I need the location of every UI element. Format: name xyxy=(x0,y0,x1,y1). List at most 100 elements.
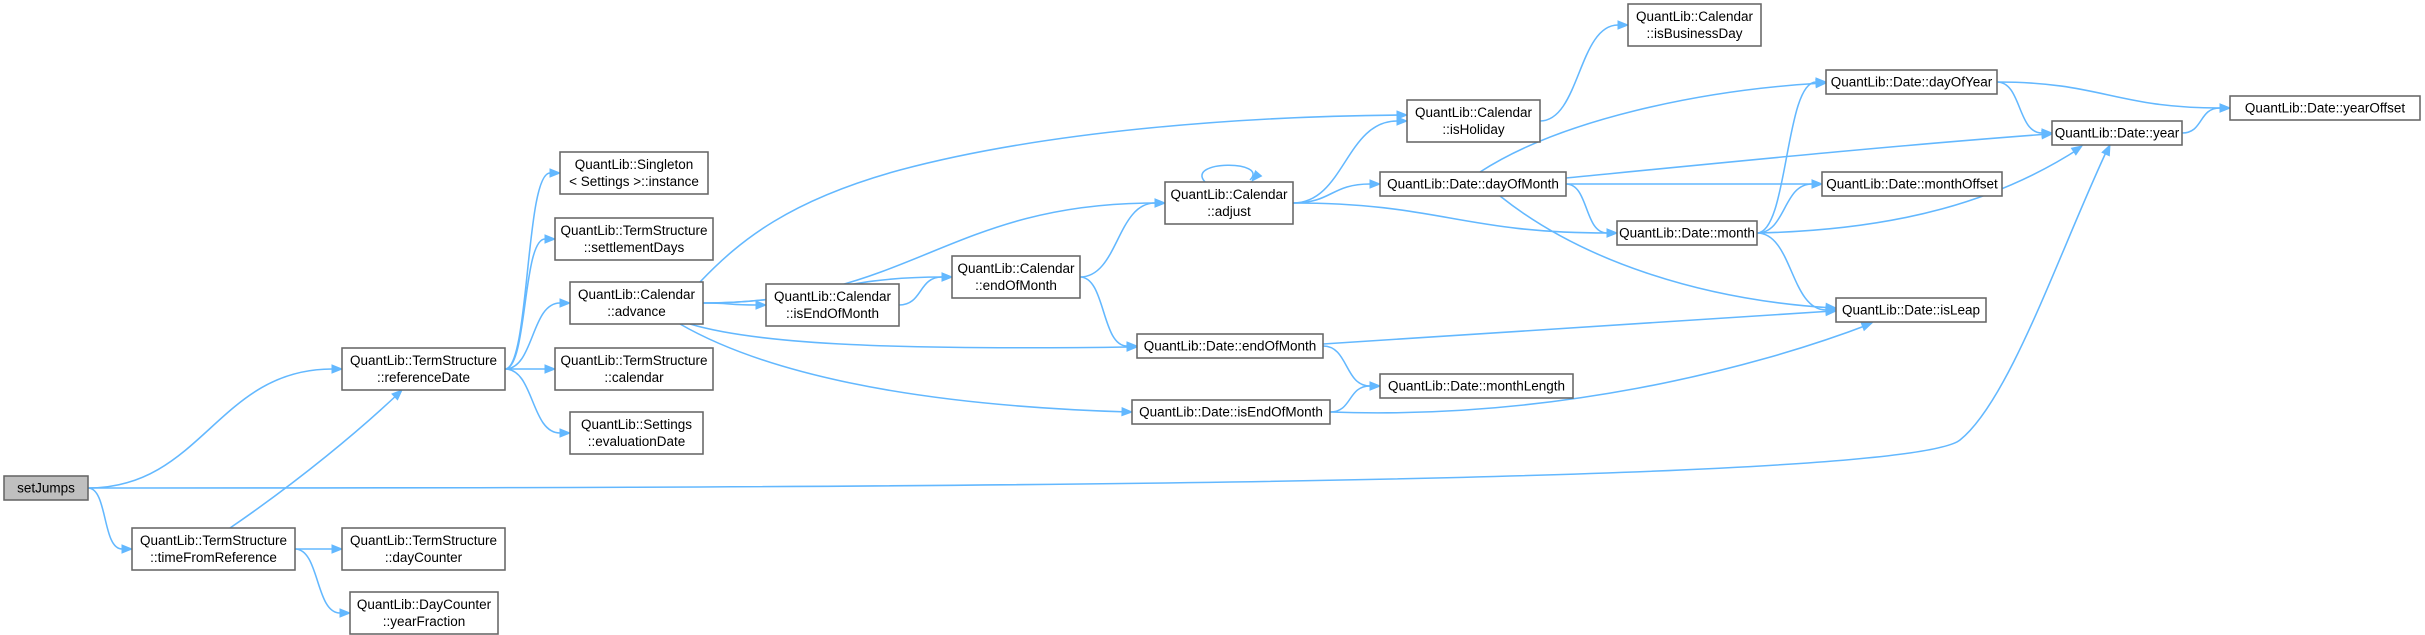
node-label: QuantLib::Date::dayOfYear xyxy=(1831,75,1993,90)
edge-date_dayOfMonth-to-date_year xyxy=(1565,130,2054,179)
node-label: QuantLib::TermStructure xyxy=(350,533,497,548)
edge-date_dayOfMonth-to-date_isLeap xyxy=(1499,195,1838,313)
edge-cal_adjust-to-date_dayOfMonth xyxy=(1292,179,1382,204)
edge-date_month-to-date_year xyxy=(1756,145,2084,234)
node-settings_evaluationDate[interactable]: QuantLib::Settings::evaluationDate xyxy=(569,411,704,455)
edge-ts_timeFromReference-to-ts_referenceDate xyxy=(229,389,403,529)
node-date_isLeap[interactable]: QuantLib::Date::isLeap xyxy=(1835,297,1987,323)
edge-date_dayOfYear-to-date_yearOffset xyxy=(1996,81,2232,113)
node-label: QuantLib::Calendar xyxy=(578,287,696,302)
node-label: QuantLib::Calendar xyxy=(957,261,1075,276)
node-label: QuantLib::DayCounter xyxy=(357,597,492,612)
edge-cal_adjust-to-cal_isHoliday xyxy=(1292,116,1409,204)
node-label: QuantLib::Date::endOfMonth xyxy=(1144,339,1317,354)
node-cal_isBusinessDay[interactable]: QuantLib::Calendar::isBusinessDay xyxy=(1627,3,1762,47)
edge-ts_timeFromReference-to-dc_yearFraction xyxy=(294,548,352,618)
node-label: QuantLib::Singleton xyxy=(575,157,694,172)
edge-cal_isEndOfMonth-to-cal_endOfMonth xyxy=(898,272,954,306)
node-label: ::advance xyxy=(607,304,666,319)
node-label: setJumps xyxy=(17,481,75,496)
node-cal_isHoliday[interactable]: QuantLib::Calendar::isHoliday xyxy=(1406,99,1541,143)
edge-cal_advance-to-cal_isEndOfMonth xyxy=(702,300,768,310)
edge-date_endOfMonth-to-date_isLeap xyxy=(1322,306,1838,345)
edge-cal_endOfMonth-to-date_endOfMonth xyxy=(1079,276,1139,351)
node-label: ::referenceDate xyxy=(377,370,470,385)
edge-cal_advance-to-date_isEndOfMonth xyxy=(679,323,1134,417)
node-label: QuantLib::TermStructure xyxy=(140,533,287,548)
node-ts_timeFromReference[interactable]: QuantLib::TermStructure::timeFromReferen… xyxy=(131,527,296,571)
node-label: QuantLib::Date::monthLength xyxy=(1388,379,1565,394)
edge-date_month-to-date_monthOffset xyxy=(1756,179,1824,234)
edge-date_month-to-date_dayOfYear xyxy=(1756,77,1828,234)
node-label: ::dayCounter xyxy=(385,550,463,565)
node-label: QuantLib::Date::monthOffset xyxy=(1826,177,1998,192)
node-label: ::settlementDays xyxy=(584,240,685,255)
node-date_dayOfMonth[interactable]: QuantLib::Date::dayOfMonth xyxy=(1379,171,1567,197)
node-label: QuantLib::Date::year xyxy=(2055,126,2180,141)
node-label: ::isBusinessDay xyxy=(1646,26,1742,41)
node-cal_endOfMonth[interactable]: QuantLib::Calendar::endOfMonth xyxy=(951,255,1081,299)
edge-cal_advance-to-cal_isHoliday xyxy=(699,110,1409,283)
node-date_year[interactable]: QuantLib::Date::year xyxy=(2051,120,2183,146)
edge-date_dayOfYear-to-date_year xyxy=(1996,81,2054,138)
node-label: QuantLib::Date::isEndOfMonth xyxy=(1139,405,1323,420)
edge-cal_adjust-to-date_month xyxy=(1292,202,1619,238)
node-singleton_instance[interactable]: QuantLib::Singleton< Settings >::instanc… xyxy=(559,151,709,195)
edge-date_month-to-date_isLeap xyxy=(1756,232,1838,315)
call-graph-edges xyxy=(87,20,2232,618)
edge-date_dayOfMonth-to-date_monthOffset xyxy=(1566,179,1824,189)
node-label: QuantLib::TermStructure xyxy=(560,223,707,238)
node-label: QuantLib::Date::isLeap xyxy=(1842,303,1980,318)
node-ts_calendar[interactable]: QuantLib::TermStructure::calendar xyxy=(554,347,714,391)
node-label: ::yearFraction xyxy=(383,614,466,629)
node-label: ::isEndOfMonth xyxy=(786,306,879,321)
node-label: ::calendar xyxy=(604,370,664,385)
node-label: ::evaluationDate xyxy=(588,434,686,449)
node-date_dayOfYear[interactable]: QuantLib::Date::dayOfYear xyxy=(1825,69,1998,95)
edge-date_isEndOfMonth-to-date_isLeap xyxy=(1329,322,1874,414)
node-label: QuantLib::Date::yearOffset xyxy=(2245,101,2406,116)
call-graph-nodes: setJumpsQuantLib::TermStructure::referen… xyxy=(3,3,2421,635)
edge-cal_advance-to-date_endOfMonth xyxy=(689,323,1139,352)
edge-setJumps-to-ts_timeFromReference xyxy=(87,487,134,554)
node-label: ::isHoliday xyxy=(1442,122,1505,137)
edge-cal_adjust-to-cal_adjust xyxy=(1201,164,1263,183)
node-date_endOfMonth[interactable]: QuantLib::Date::endOfMonth xyxy=(1136,333,1324,359)
edge-ts_referenceDate-to-ts_calendar xyxy=(505,364,557,374)
node-date_month[interactable]: QuantLib::Date::month xyxy=(1616,220,1758,246)
edge-ts_referenceDate-to-settings_evaluationDate xyxy=(504,368,572,438)
node-cal_adjust[interactable]: QuantLib::Calendar::adjust xyxy=(1164,181,1294,225)
node-label: QuantLib::TermStructure xyxy=(560,353,707,368)
node-cal_isEndOfMonth[interactable]: QuantLib::Calendar::isEndOfMonth xyxy=(765,283,900,327)
node-cal_advance[interactable]: QuantLib::Calendar::advance xyxy=(569,281,704,325)
node-ts_settlementDays[interactable]: QuantLib::TermStructure::settlementDays xyxy=(554,217,714,261)
edge-date_dayOfMonth-to-date_month xyxy=(1565,183,1619,238)
node-ts_referenceDate[interactable]: QuantLib::TermStructure::referenceDate xyxy=(341,347,506,391)
edge-date_year-to-date_yearOffset xyxy=(2181,103,2232,134)
node-setJumps[interactable]: setJumps xyxy=(3,475,89,501)
node-date_yearOffset[interactable]: QuantLib::Date::yearOffset xyxy=(2229,95,2421,121)
node-date_monthLength[interactable]: QuantLib::Date::monthLength xyxy=(1379,373,1574,399)
node-date_monthOffset[interactable]: QuantLib::Date::monthOffset xyxy=(1821,171,2003,197)
node-label: QuantLib::Date::month xyxy=(1619,226,1755,241)
edge-ts_timeFromReference-to-ts_dayCounter xyxy=(295,544,344,554)
edge-setJumps-to-date_year xyxy=(87,143,2111,489)
edge-ts_referenceDate-to-singleton_instance xyxy=(504,168,562,370)
edge-ts_referenceDate-to-cal_advance xyxy=(504,298,572,370)
node-label: ::endOfMonth xyxy=(975,278,1057,293)
edge-ts_referenceDate-to-ts_settlementDays xyxy=(504,234,557,370)
node-label: QuantLib::Calendar xyxy=(1170,187,1288,202)
node-date_isEndOfMonth[interactable]: QuantLib::Date::isEndOfMonth xyxy=(1131,399,1331,425)
node-dc_yearFraction[interactable]: QuantLib::DayCounter::yearFraction xyxy=(349,591,499,635)
node-label: QuantLib::TermStructure xyxy=(350,353,497,368)
node-label: < Settings >::instance xyxy=(569,174,699,189)
node-ts_dayCounter[interactable]: QuantLib::TermStructure::dayCounter xyxy=(341,527,506,571)
node-label: QuantLib::Settings xyxy=(581,417,692,432)
node-label: ::timeFromReference xyxy=(150,550,277,565)
node-label: QuantLib::Calendar xyxy=(1415,105,1533,120)
node-label: QuantLib::Date::dayOfMonth xyxy=(1387,177,1559,192)
edge-cal_isHoliday-to-cal_isBusinessDay xyxy=(1539,20,1630,122)
edge-cal_endOfMonth-to-cal_adjust xyxy=(1079,198,1167,278)
node-label: QuantLib::Calendar xyxy=(1636,9,1754,24)
